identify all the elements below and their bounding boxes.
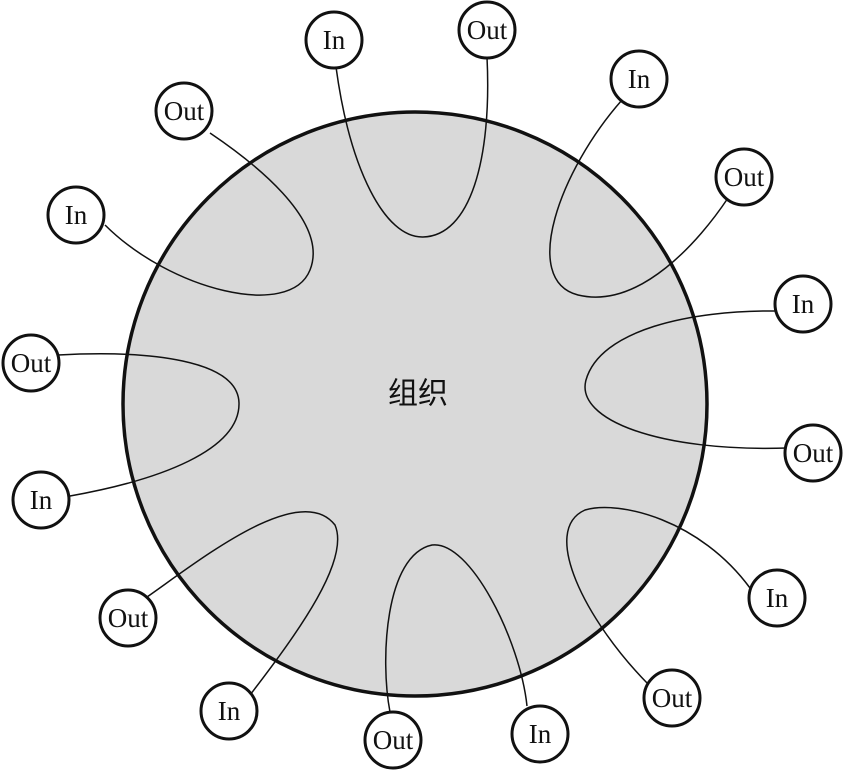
svg-text:Out: Out [724,162,765,192]
flow-loop-bottom-right [566,506,751,685]
in-node: In [773,274,833,334]
svg-text:In: In [30,485,53,515]
center-label: 组织 [388,377,448,412]
flow-loops [57,56,788,713]
svg-text:Out: Out [164,96,205,126]
svg-text:Out: Out [373,725,414,755]
svg-text:Out: Out [793,438,834,468]
out-node: Out [1,333,61,393]
in-node: In [304,10,364,70]
flow-loop-left [57,353,240,497]
flow-loop-bottom-left [146,511,339,696]
organization-circle [121,110,709,698]
out-node: Out [154,81,214,141]
flow-loop-top-right [549,99,729,298]
svg-text:In: In [766,583,789,613]
flow-loop-bottom [384,544,528,713]
in-node: In [747,568,807,628]
in-node: In [609,49,669,109]
out-node: Out [642,668,702,728]
svg-text:In: In [529,719,552,749]
in-node: In [199,681,259,741]
out-node: Out [98,588,158,648]
svg-text:In: In [65,200,88,230]
out-node: Out [457,0,517,60]
in-node: In [46,185,106,245]
flow-loop-top-left [104,132,314,296]
svg-text:In: In [323,25,346,55]
out-node: Out [363,710,423,770]
svg-text:Out: Out [652,683,693,713]
in-node: In [510,704,570,764]
out-node: Out [783,423,843,483]
svg-text:Out: Out [467,15,508,45]
svg-text:In: In [792,289,815,319]
svg-text:Out: Out [108,603,149,633]
svg-text:Out: Out [11,348,52,378]
flow-loop-top [335,56,489,238]
in-node: In [11,470,71,530]
svg-text:In: In [218,696,241,726]
svg-text:In: In [628,64,651,94]
out-node: Out [714,147,774,207]
flow-loop-right [584,310,788,450]
